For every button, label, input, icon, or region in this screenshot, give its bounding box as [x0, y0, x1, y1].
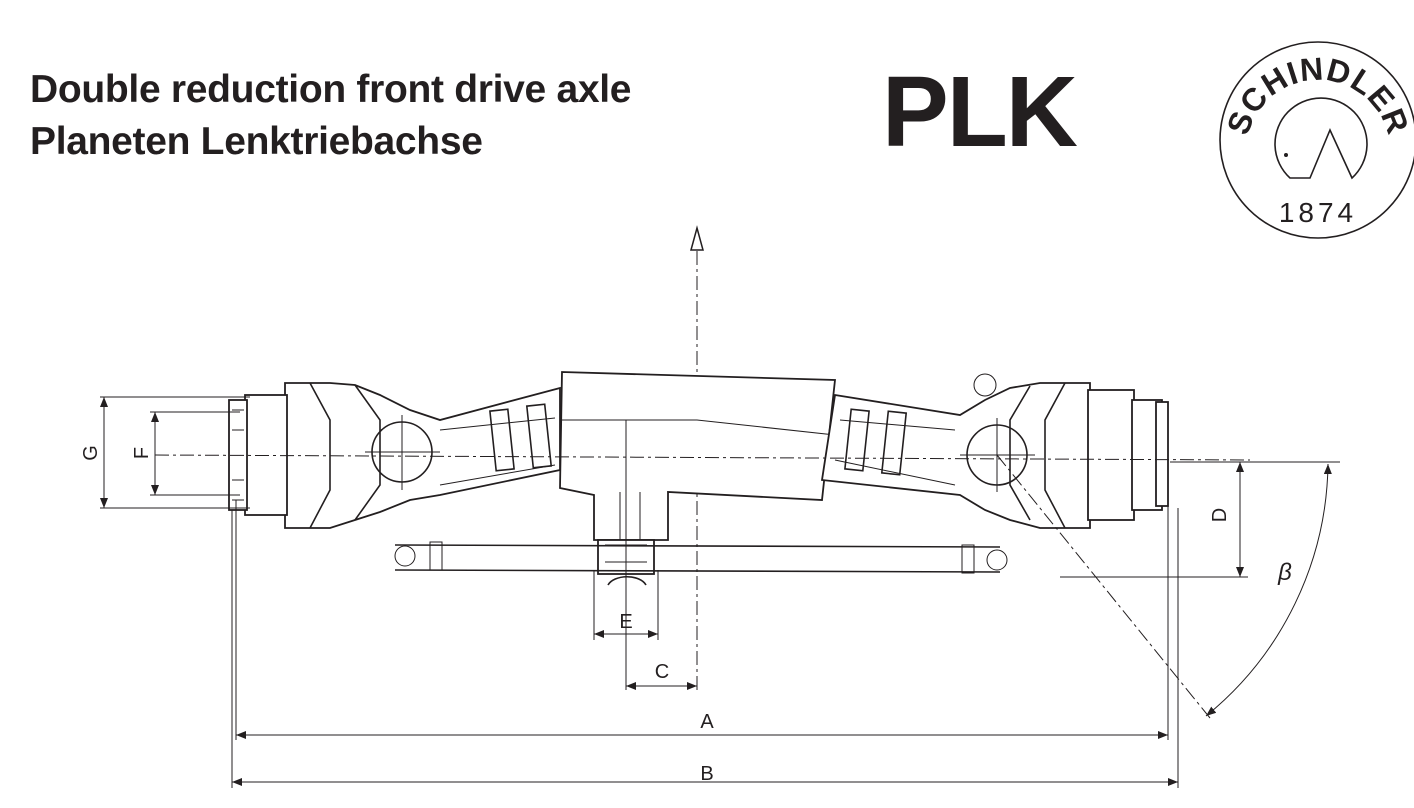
arrow-head-icon	[690, 225, 704, 251]
title-english: Double reduction front drive axle	[30, 68, 632, 111]
model-code: PLK	[882, 56, 1078, 168]
dim-label-f: F	[131, 447, 153, 459]
dim-label-g: G	[80, 445, 102, 461]
logo-brand-arc: SCHINDLER	[1220, 50, 1414, 139]
logo-brand: SCHINDLER	[1220, 50, 1414, 139]
schindler-logo: SCHINDLER 1874	[1219, 41, 1414, 239]
logo-year: 1874	[1279, 197, 1357, 228]
axle-body	[154, 371, 1251, 586]
dim-label-e: E	[619, 611, 632, 633]
dim-label-a: A	[700, 711, 714, 733]
steering-angle-label: β	[1277, 559, 1292, 586]
title-german: Planeten Lenktriebachse	[30, 120, 483, 163]
dim-label-b: B	[700, 763, 713, 785]
dim-label-d: D	[1209, 508, 1231, 522]
dim-label-c: C	[655, 661, 669, 683]
dimension-lines	[100, 396, 1340, 788]
